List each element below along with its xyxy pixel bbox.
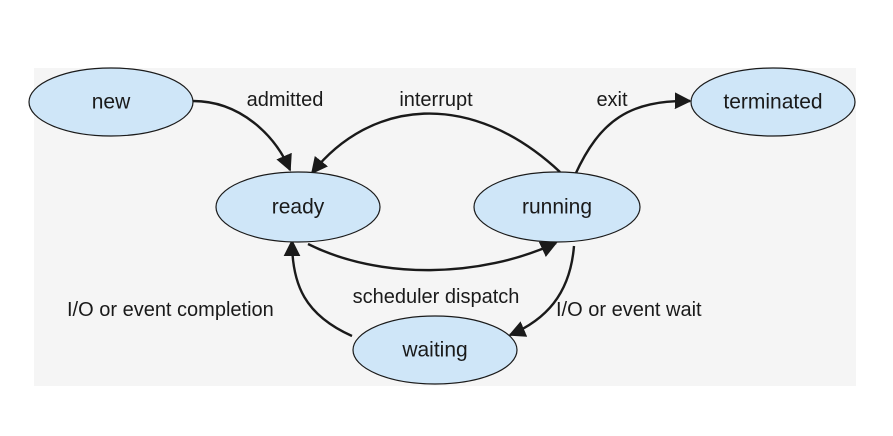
- edge-io-event-wait: [508, 245, 576, 337]
- state-waiting: waiting: [352, 315, 518, 385]
- edge-admitted: [192, 99, 292, 172]
- state-waiting-label: waiting: [401, 339, 467, 362]
- edge-exit: [573, 92, 692, 176]
- label-interrupt: interrupt: [399, 89, 473, 111]
- state-ready-shape: [215, 171, 381, 243]
- state-waiting-shape: [352, 315, 518, 385]
- state-running: running: [473, 171, 641, 243]
- label-exit: exit: [596, 89, 628, 111]
- label-admitted: admitted: [247, 89, 324, 111]
- edge-scheduler-dispatch: [307, 241, 558, 272]
- label-scheduler-dispatch: scheduler dispatch: [353, 286, 520, 308]
- state-ready-label: ready: [272, 196, 325, 219]
- state-new-label: new: [92, 91, 131, 114]
- state-terminated-shape: [690, 67, 856, 137]
- label-io-event-wait: I/O or event wait: [556, 299, 702, 321]
- edge-io-event-completion: [283, 239, 353, 338]
- label-io-event-completion: I/O or event completion: [67, 299, 274, 321]
- state-terminated-label: terminated: [723, 91, 822, 114]
- state-ready: ready: [215, 171, 381, 243]
- state-new: new: [28, 67, 194, 137]
- state-running-shape: [473, 171, 641, 243]
- edge-interrupt: [310, 112, 561, 175]
- state-running-label: running: [522, 196, 592, 219]
- state-new-shape: [28, 67, 194, 137]
- state-terminated: terminated: [690, 67, 856, 137]
